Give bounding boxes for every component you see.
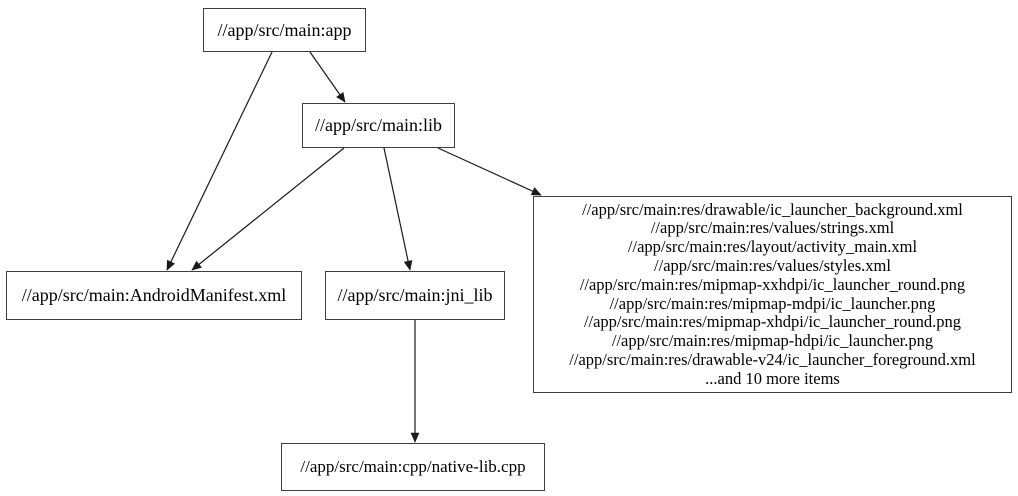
node-android-manifest-label: //app/src/main:AndroidManifest.xml — [21, 285, 287, 305]
res-file-line: //app/src/main:res/drawable/ic_launcher_… — [582, 199, 963, 219]
res-file-line: //app/src/main:res/values/styles.xml — [654, 255, 891, 275]
node-jni-lib-label: //app/src/main:jni_lib — [337, 285, 493, 305]
res-more-items-line: ...and 10 more items — [705, 368, 840, 388]
edge-lib-to-res-group — [437, 147, 542, 196]
res-file-line: //app/src/main:res/layout/activity_main.… — [627, 237, 918, 257]
node-app-target: //app/src/main:app — [203, 8, 366, 52]
edge-lib-to-manifest — [191, 147, 345, 271]
res-file-line: //app/src/main:res/values/strings.xml — [650, 218, 895, 238]
node-native-lib-cpp: //app/src/main:cpp/native-lib.cpp — [281, 443, 545, 491]
node-android-manifest: //app/src/main:AndroidManifest.xml — [6, 271, 302, 320]
res-file-line: //app/src/main:res/drawable-v24/ic_launc… — [569, 349, 976, 369]
res-file-line: //app/src/main:res/mipmap-xxhdpi/ic_laun… — [579, 274, 966, 294]
node-lib-target: //app/src/main:lib — [302, 103, 455, 148]
node-app-label: //app/src/main:app — [217, 19, 352, 40]
res-file-line: //app/src/main:res/mipmap-hdpi/ic_launch… — [611, 331, 934, 351]
edge-lib-to-jni-lib — [383, 147, 413, 271]
node-res-file-group: //app/src/main:res/drawable/ic_launcher_… — [533, 196, 1012, 393]
node-native-lib-cpp-label: //app/src/main:cpp/native-lib.cpp — [300, 457, 526, 476]
res-file-line: //app/src/main:res/mipmap-xhdpi/ic_launc… — [583, 312, 962, 332]
node-lib-label: //app/src/main:lib — [315, 115, 442, 135]
res-file-line: //app/src/main:res/mipmap-mdpi/ic_launch… — [609, 293, 936, 313]
edge-app-to-lib — [309, 51, 346, 103]
edge-app-to-manifest — [166, 51, 273, 271]
node-jni-lib: //app/src/main:jni_lib — [325, 271, 505, 320]
